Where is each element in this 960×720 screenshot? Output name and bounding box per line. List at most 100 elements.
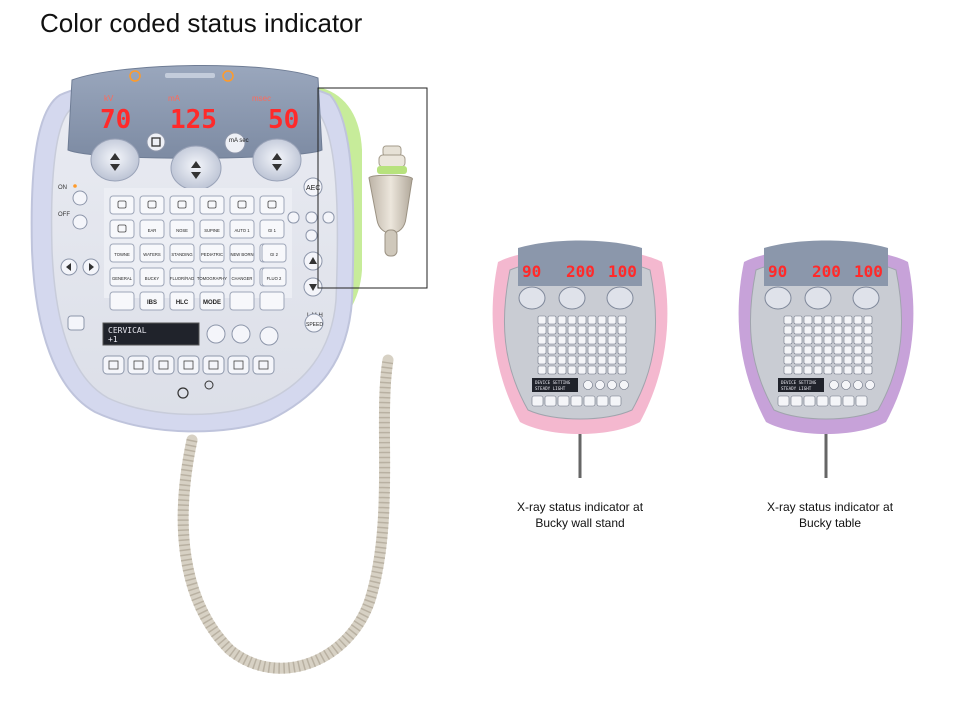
hlc-button[interactable] [169,291,195,311]
mini-knob[interactable] [558,286,586,310]
protocol-key[interactable] [169,243,195,263]
speed-button[interactable] [304,313,324,333]
mini-protocol-key[interactable] [577,355,587,365]
mini-protocol-key[interactable] [587,325,597,335]
protocol-key[interactable] [261,267,287,287]
mini-protocol-key[interactable] [803,355,813,365]
mini-knob[interactable] [764,286,792,310]
mini-protocol-key[interactable] [547,345,557,355]
protocol-key[interactable] [109,267,135,287]
mini-protocol-key[interactable] [843,365,853,375]
protocol-key[interactable] [109,195,135,215]
mini-protocol-key[interactable] [537,355,547,365]
mini-protocol-key[interactable] [557,315,567,325]
mini-protocol-key[interactable] [567,365,577,375]
protocol-key[interactable] [139,243,165,263]
mini-protocol-key[interactable] [823,315,833,325]
mini-protocol-key[interactable] [547,365,557,375]
field-button-3[interactable] [322,211,335,224]
protocol-key[interactable] [139,267,165,287]
mini-protocol-key[interactable] [597,365,607,375]
mini-protocol-key[interactable] [863,365,873,375]
mini-tube-key[interactable] [829,395,842,407]
mini-protocol-key[interactable] [793,325,803,335]
mini-knob[interactable] [606,286,634,310]
mini-protocol-key[interactable] [823,335,833,345]
timer-button[interactable] [67,315,85,331]
function-key[interactable] [109,291,135,311]
mini-protocol-key[interactable] [813,325,823,335]
mini-nav-button[interactable] [865,380,875,390]
mini-protocol-key[interactable] [617,345,627,355]
mini-protocol-key[interactable] [617,335,627,345]
mini-protocol-key[interactable] [793,355,803,365]
mini-nav-button[interactable] [595,380,605,390]
tube-select-key[interactable] [227,355,250,375]
tube-select-key[interactable] [252,355,275,375]
mini-protocol-key[interactable] [537,315,547,325]
mini-protocol-key[interactable] [853,365,863,375]
tube-select-key[interactable] [202,355,225,375]
function-key[interactable] [259,291,285,311]
mini-protocol-key[interactable] [597,355,607,365]
mini-protocol-key[interactable] [853,345,863,355]
mini-protocol-key[interactable] [537,325,547,335]
mini-protocol-key[interactable] [557,365,567,375]
protocol-key[interactable] [109,219,135,239]
mini-protocol-key[interactable] [823,365,833,375]
hand-switch-icon[interactable] [368,145,413,257]
mini-protocol-key[interactable] [577,345,587,355]
mini-protocol-key[interactable] [547,355,557,365]
lcd-right-button[interactable] [231,324,251,344]
mini-knob[interactable] [518,286,546,310]
mini-knob[interactable] [852,286,880,310]
mini-nav-button[interactable] [607,380,617,390]
mini-protocol-key[interactable] [843,325,853,335]
mini-protocol-key[interactable] [607,325,617,335]
mini-protocol-key[interactable] [783,355,793,365]
mini-protocol-key[interactable] [833,325,843,335]
mini-protocol-key[interactable] [567,345,577,355]
mini-tube-key[interactable] [570,395,583,407]
mini-tube-key[interactable] [803,395,816,407]
mini-protocol-key[interactable] [823,325,833,335]
ibs-button[interactable] [139,291,165,311]
protocol-key[interactable] [229,219,255,239]
mini-protocol-key[interactable] [597,345,607,355]
mini-protocol-key[interactable] [833,345,843,355]
mini-protocol-key[interactable] [557,335,567,345]
mini-protocol-key[interactable] [793,315,803,325]
mini-protocol-key[interactable] [587,345,597,355]
mini-tube-key[interactable] [855,395,868,407]
mini-protocol-key[interactable] [863,315,873,325]
mini-protocol-key[interactable] [587,315,597,325]
mini-protocol-key[interactable] [853,315,863,325]
protocol-key[interactable] [259,219,285,239]
protocol-key[interactable] [259,195,285,215]
mini-tube-key[interactable] [583,395,596,407]
mas-button[interactable]: mA sec [224,132,249,154]
mini-protocol-key[interactable] [567,325,577,335]
mini-protocol-key[interactable] [823,355,833,365]
mini-protocol-key[interactable] [617,365,627,375]
mini-protocol-key[interactable] [803,325,813,335]
mini-protocol-key[interactable] [843,335,853,345]
protocol-key[interactable] [139,219,165,239]
field-button-4[interactable] [305,229,318,242]
mini-protocol-key[interactable] [567,315,577,325]
ma-knob[interactable] [170,145,222,191]
mini-protocol-key[interactable] [597,315,607,325]
tube-select-key[interactable] [152,355,175,375]
mini-tube-key[interactable] [816,395,829,407]
mini-protocol-key[interactable] [783,315,793,325]
mini-protocol-key[interactable] [833,355,843,365]
mini-protocol-key[interactable] [607,345,617,355]
mini-protocol-key[interactable] [617,315,627,325]
mini-protocol-key[interactable] [853,355,863,365]
mini-protocol-key[interactable] [803,365,813,375]
mini-protocol-key[interactable] [833,315,843,325]
mini-nav-button[interactable] [619,380,629,390]
mini-knob[interactable] [804,286,832,310]
lcd-left-button[interactable] [206,324,226,344]
protocol-key[interactable] [199,195,225,215]
